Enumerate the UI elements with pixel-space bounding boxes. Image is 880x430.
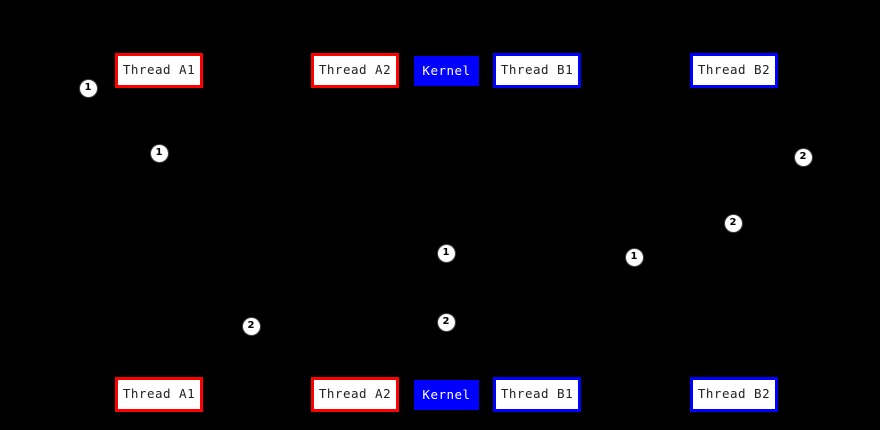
step-badge[interactable]: 2 <box>437 313 455 331</box>
participant-kernel-bottom[interactable]: Kernel <box>414 380 479 410</box>
step-badge-label: 2 <box>729 217 737 228</box>
lifeline-kernel <box>446 86 447 380</box>
lifeline-thread-b2 <box>734 88 735 377</box>
participant-label: Kernel <box>422 62 471 78</box>
participant-thread-a2-top[interactable]: Thread A2 <box>311 53 399 88</box>
message-arrow-3 <box>732 163 803 217</box>
participant-thread-b2-top[interactable]: Thread B2 <box>690 53 778 88</box>
step-badge[interactable]: 1 <box>150 144 168 162</box>
participant-thread-a2-bottom[interactable]: Thread A2 <box>311 377 399 412</box>
step-badge[interactable]: 1 <box>79 79 97 97</box>
participant-label: Thread B1 <box>500 62 574 78</box>
participant-label: Thread B2 <box>697 386 771 402</box>
participant-label: Thread A2 <box>318 62 392 78</box>
step-badge-label: 2 <box>799 151 807 162</box>
participant-label: Thread B1 <box>500 386 574 402</box>
participant-thread-a1-top[interactable]: Thread A1 <box>115 53 203 88</box>
message-arrow-1 <box>87 88 159 146</box>
message-arrow-5 <box>451 263 634 316</box>
participant-thread-b2-bottom[interactable]: Thread B2 <box>690 377 778 412</box>
participant-label: Thread A1 <box>122 62 196 78</box>
participant-label: Thread B2 <box>697 62 771 78</box>
message-arrow-7 <box>159 289 244 330</box>
participant-label: Kernel <box>422 386 471 402</box>
participant-thread-a1-bottom[interactable]: Thread A1 <box>115 377 203 412</box>
lifeline-thread-b1 <box>537 88 538 377</box>
step-badge-label: 1 <box>630 251 638 262</box>
lifeline-thread-a2 <box>355 88 356 377</box>
step-badge[interactable]: 1 <box>625 248 643 266</box>
lifeline-thread-a1 <box>159 88 160 377</box>
step-badge-label: 2 <box>247 320 255 331</box>
message-arrow-2 <box>158 160 446 249</box>
step-badge[interactable]: 1 <box>437 244 455 262</box>
participant-label: Thread A2 <box>318 386 392 402</box>
step-badge-label: 1 <box>155 147 163 158</box>
participant-label: Thread A1 <box>122 386 196 402</box>
step-badge[interactable]: 2 <box>242 317 260 335</box>
step-badge[interactable]: 2 <box>794 148 812 166</box>
message-arrow-4 <box>633 229 734 250</box>
step-badge[interactable]: 2 <box>724 214 742 232</box>
message-arrow-6 <box>259 329 440 335</box>
step-badge-label: 2 <box>442 316 450 327</box>
participant-kernel-top[interactable]: Kernel <box>414 56 479 86</box>
participant-thread-b1-top[interactable]: Thread B1 <box>493 53 581 88</box>
participant-thread-b1-bottom[interactable]: Thread B1 <box>493 377 581 412</box>
step-badge-label: 1 <box>84 82 92 93</box>
step-badge-label: 1 <box>442 247 450 258</box>
